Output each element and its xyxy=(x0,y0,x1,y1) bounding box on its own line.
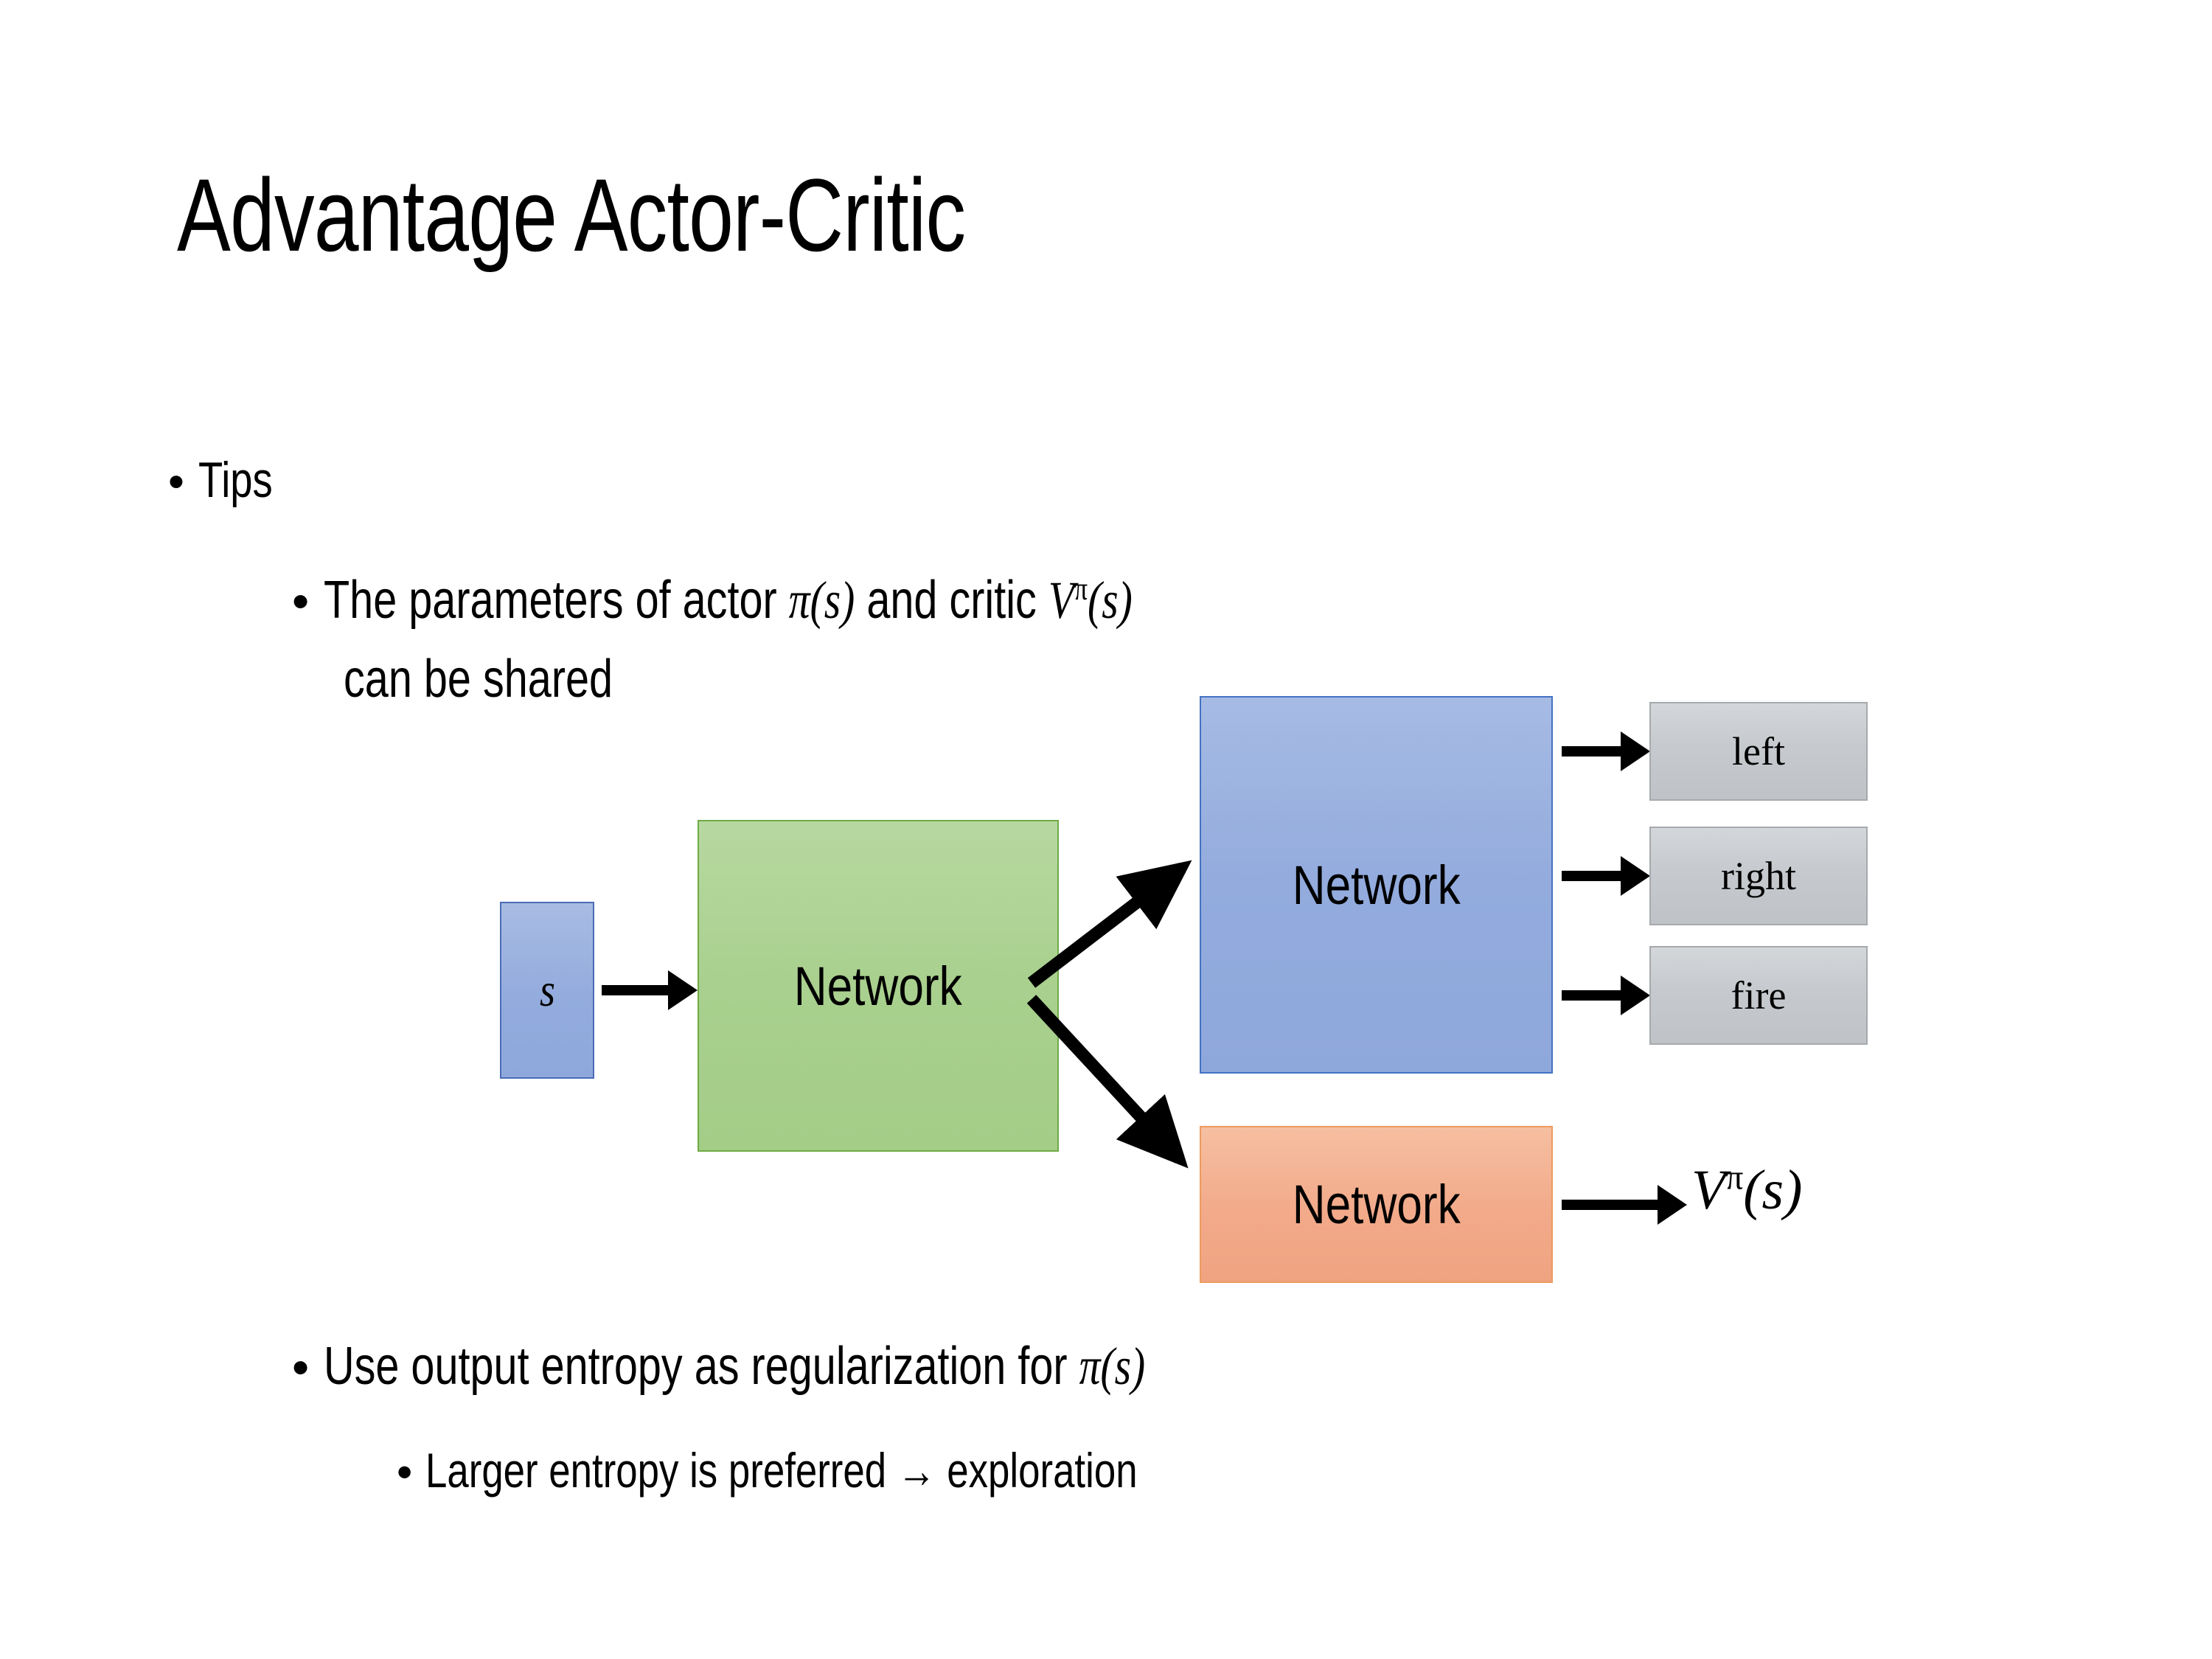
v-symbol-math: V xyxy=(1048,571,1075,630)
actor-network-box: Network xyxy=(1200,696,1553,1074)
action-output-label: right xyxy=(1721,854,1796,898)
arrow-head-icon xyxy=(1621,856,1650,896)
action-output-box-fire: fire xyxy=(1649,946,1868,1045)
bullet-tips: • Tips xyxy=(168,451,291,509)
action-output-box-right: right xyxy=(1649,827,1868,925)
actor-network-label: Network xyxy=(1292,854,1461,916)
bullet-shared-params-line1: The parameters of actor π(s) and critic … xyxy=(324,569,1133,631)
action-output-label: left xyxy=(1732,729,1785,773)
value-function-output: Vπ(s) xyxy=(1691,1158,1802,1222)
pi-of-s-math: π(s) xyxy=(1079,1337,1146,1396)
value-argument: (s) xyxy=(1743,1159,1803,1221)
entropy-text-before: Use output entropy as regularization for xyxy=(324,1337,1079,1396)
arrow-head-icon xyxy=(1658,1185,1687,1225)
state-input-box: s xyxy=(500,902,594,1079)
arrow-head-icon xyxy=(1621,731,1650,771)
arrow-head-icon xyxy=(668,970,698,1010)
bullet-entropy-text: Use output entropy as regularization for… xyxy=(324,1336,1145,1397)
page-title: Advantage Actor-Critic xyxy=(177,157,966,273)
bullet-shared-params: • The parameters of actor π(s) and criti… xyxy=(292,569,1335,631)
arrow-head-icon xyxy=(1621,975,1650,1015)
v-superscript-pi: π xyxy=(1074,570,1088,607)
shared-params-text-between: and critic xyxy=(855,571,1048,630)
shared-network-label: Network xyxy=(794,955,962,1017)
v-argument-math: (s) xyxy=(1088,571,1133,630)
bullet-shared-params-line2: can be shared xyxy=(344,650,613,709)
bullet-exploration: • Larger entropy is preferred → explorat… xyxy=(397,1442,1315,1498)
critic-network-box: Network xyxy=(1200,1126,1553,1283)
bullet-marker-icon: • xyxy=(397,1447,413,1497)
value-superscript-pi: π xyxy=(1725,1158,1744,1197)
arrow-shaft xyxy=(1562,746,1625,757)
shared-network-box: Network xyxy=(698,820,1059,1152)
critic-network-label: Network xyxy=(1292,1174,1461,1235)
bullet-shared-params-line2-row: can be shared xyxy=(344,649,680,709)
action-output-label: fire xyxy=(1731,973,1787,1018)
bullet-marker-icon: • xyxy=(292,1340,310,1395)
arrow-shaft xyxy=(602,985,672,995)
value-symbol: V xyxy=(1691,1159,1726,1221)
bullet-tips-label: Tips xyxy=(198,452,273,508)
bullet-marker-icon: • xyxy=(168,456,184,507)
arrow-shaft xyxy=(1562,871,1625,881)
arrow-shaft xyxy=(1562,1200,1662,1210)
action-output-box-left: left xyxy=(1649,702,1868,801)
bullet-entropy: • Use output entropy as regularization f… xyxy=(292,1336,1351,1397)
arrow-shaft xyxy=(1562,990,1625,1001)
bullet-exploration-text: Larger entropy is preferred → exploratio… xyxy=(425,1443,1138,1498)
shared-params-text-before: The parameters of actor xyxy=(324,571,789,630)
pi-of-s-math: π(s) xyxy=(788,571,855,630)
state-label: s xyxy=(539,964,555,1016)
bullet-marker-icon: • xyxy=(292,574,310,629)
